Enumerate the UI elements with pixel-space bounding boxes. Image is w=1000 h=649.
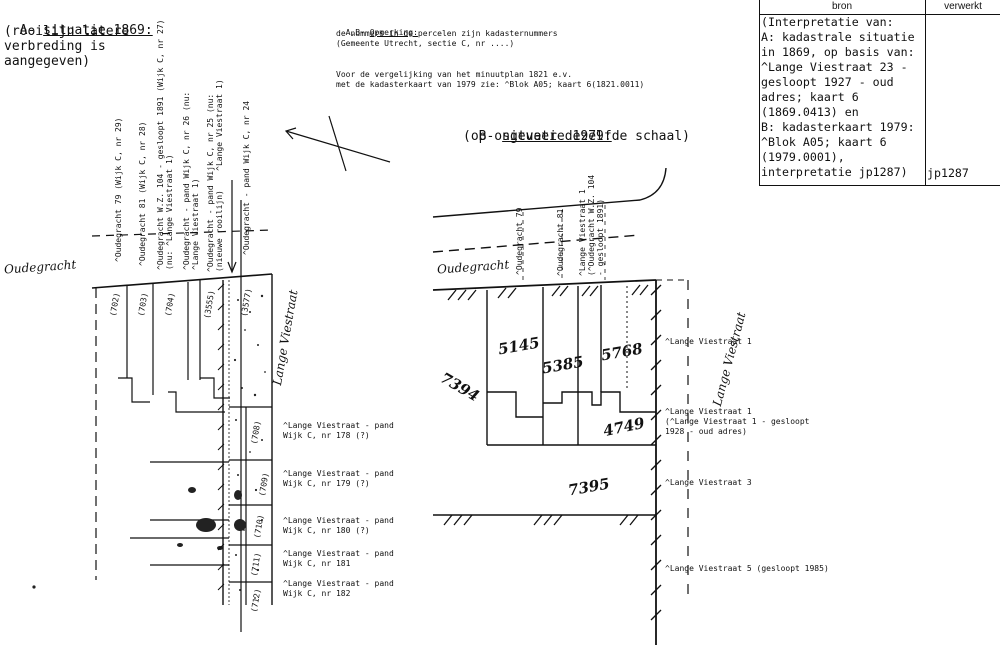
remark-compare: Voor de vergelijking van het minuutplan … (336, 70, 645, 89)
section-b-title: B- situatie 1979: (463, 114, 612, 144)
remark-heading: A,B- Opmerking: (336, 18, 418, 38)
map-a-right-label-3: ^Lange Viestraat - pand Wijk C, nr 180 (… (283, 516, 394, 535)
source-table: bron verwerkt (Interpretatie van: A: kad… (759, 0, 1000, 186)
map-b-right-label-3: ^Lange Viestraat 3 (665, 478, 752, 487)
map-b-right-label-4: ^Lange Viestraat 5 (gesloopt 1985) (665, 564, 829, 573)
map-b-hatching (443, 284, 662, 621)
map-b-vlabel-2: ^Oudegracht 81 (556, 208, 565, 276)
verwerkt-ref: jp1287 (927, 166, 969, 180)
remark-heading-text: Opmerking: (369, 28, 418, 37)
section-b-prefix: B- (478, 129, 503, 144)
column-bron: bron (831, 1, 852, 12)
map-a-vlabel-2: ^Oudegracht 81 (Wijk C, nr 28) (138, 121, 147, 267)
map-a-right-label-2: ^Lange Viestraat - pand Wijk C, nr 179 (… (283, 469, 394, 488)
map-a-right-label-5: ^Lange Viestraat - pand Wijk C, nr 182 (283, 579, 394, 598)
map-b-right-label-1: ^Lange Viestraat 1 (665, 337, 752, 346)
section-b-note: (op ongeveer dezelfde schaal) (463, 129, 690, 144)
map-a-vlabel-5: ^Oudegracht - pand Wijk C, nr 25 (nu: (n… (206, 79, 224, 272)
north-arrow-icon (284, 115, 391, 172)
map-a-vlabel-3: ^Oudegracht W.Z. 104 - gesloopt 1891 (Wi… (156, 19, 174, 270)
section-a-title: A- situatie 1869: (4, 8, 153, 38)
map-b-right-label-2: ^Lange Viestraat 1 (^Lange Viestraat 1 -… (665, 407, 810, 436)
section-a-prefix: A- (19, 23, 44, 38)
map-a-vlabel-1: ^Oudegracht 79 (Wijk C, nr 29) (114, 117, 123, 263)
source-table-grid (759, 0, 1000, 186)
section-a-note: (rooilijn latere verbreding is aangegeve… (4, 24, 130, 69)
map-b-vlabel-1: ^Oudegracht 79 (515, 207, 524, 275)
section-b-title-text: situatie 1979: (502, 129, 612, 144)
map-a-right-label-4: ^Lange Viestraat - pand Wijk C, nr 181 (283, 549, 394, 568)
section-a-title-text: situatie 1869: (43, 23, 153, 38)
remark-lines: de nummers in de percelen zijn kadastern… (336, 29, 558, 48)
map-a-shading (32, 294, 266, 599)
map-a-hatching (217, 283, 225, 591)
map-a-vlabel-4: ^Oudegracht - pand Wijk C, nr 26 (nu: ^L… (182, 91, 200, 270)
map-b-lines (432, 167, 689, 645)
remark-prefix: A,B- (345, 28, 370, 37)
map-a-vlabel-6: ^Oudegracht - pand Wijk C, nr 24 (242, 100, 251, 255)
map-a-lines (91, 180, 273, 632)
map-a-right-label-1: ^Lange Viestraat - pand Wijk C, nr 178 (… (283, 421, 394, 440)
map-b-vlabel-3: ^Lange Viestraat 1 (^Oudegracht W.Z. 104… (578, 174, 605, 276)
source-text: (Interpretatie van: A: kadastrale situat… (761, 15, 915, 179)
column-verwerkt: verwerkt (944, 1, 982, 12)
